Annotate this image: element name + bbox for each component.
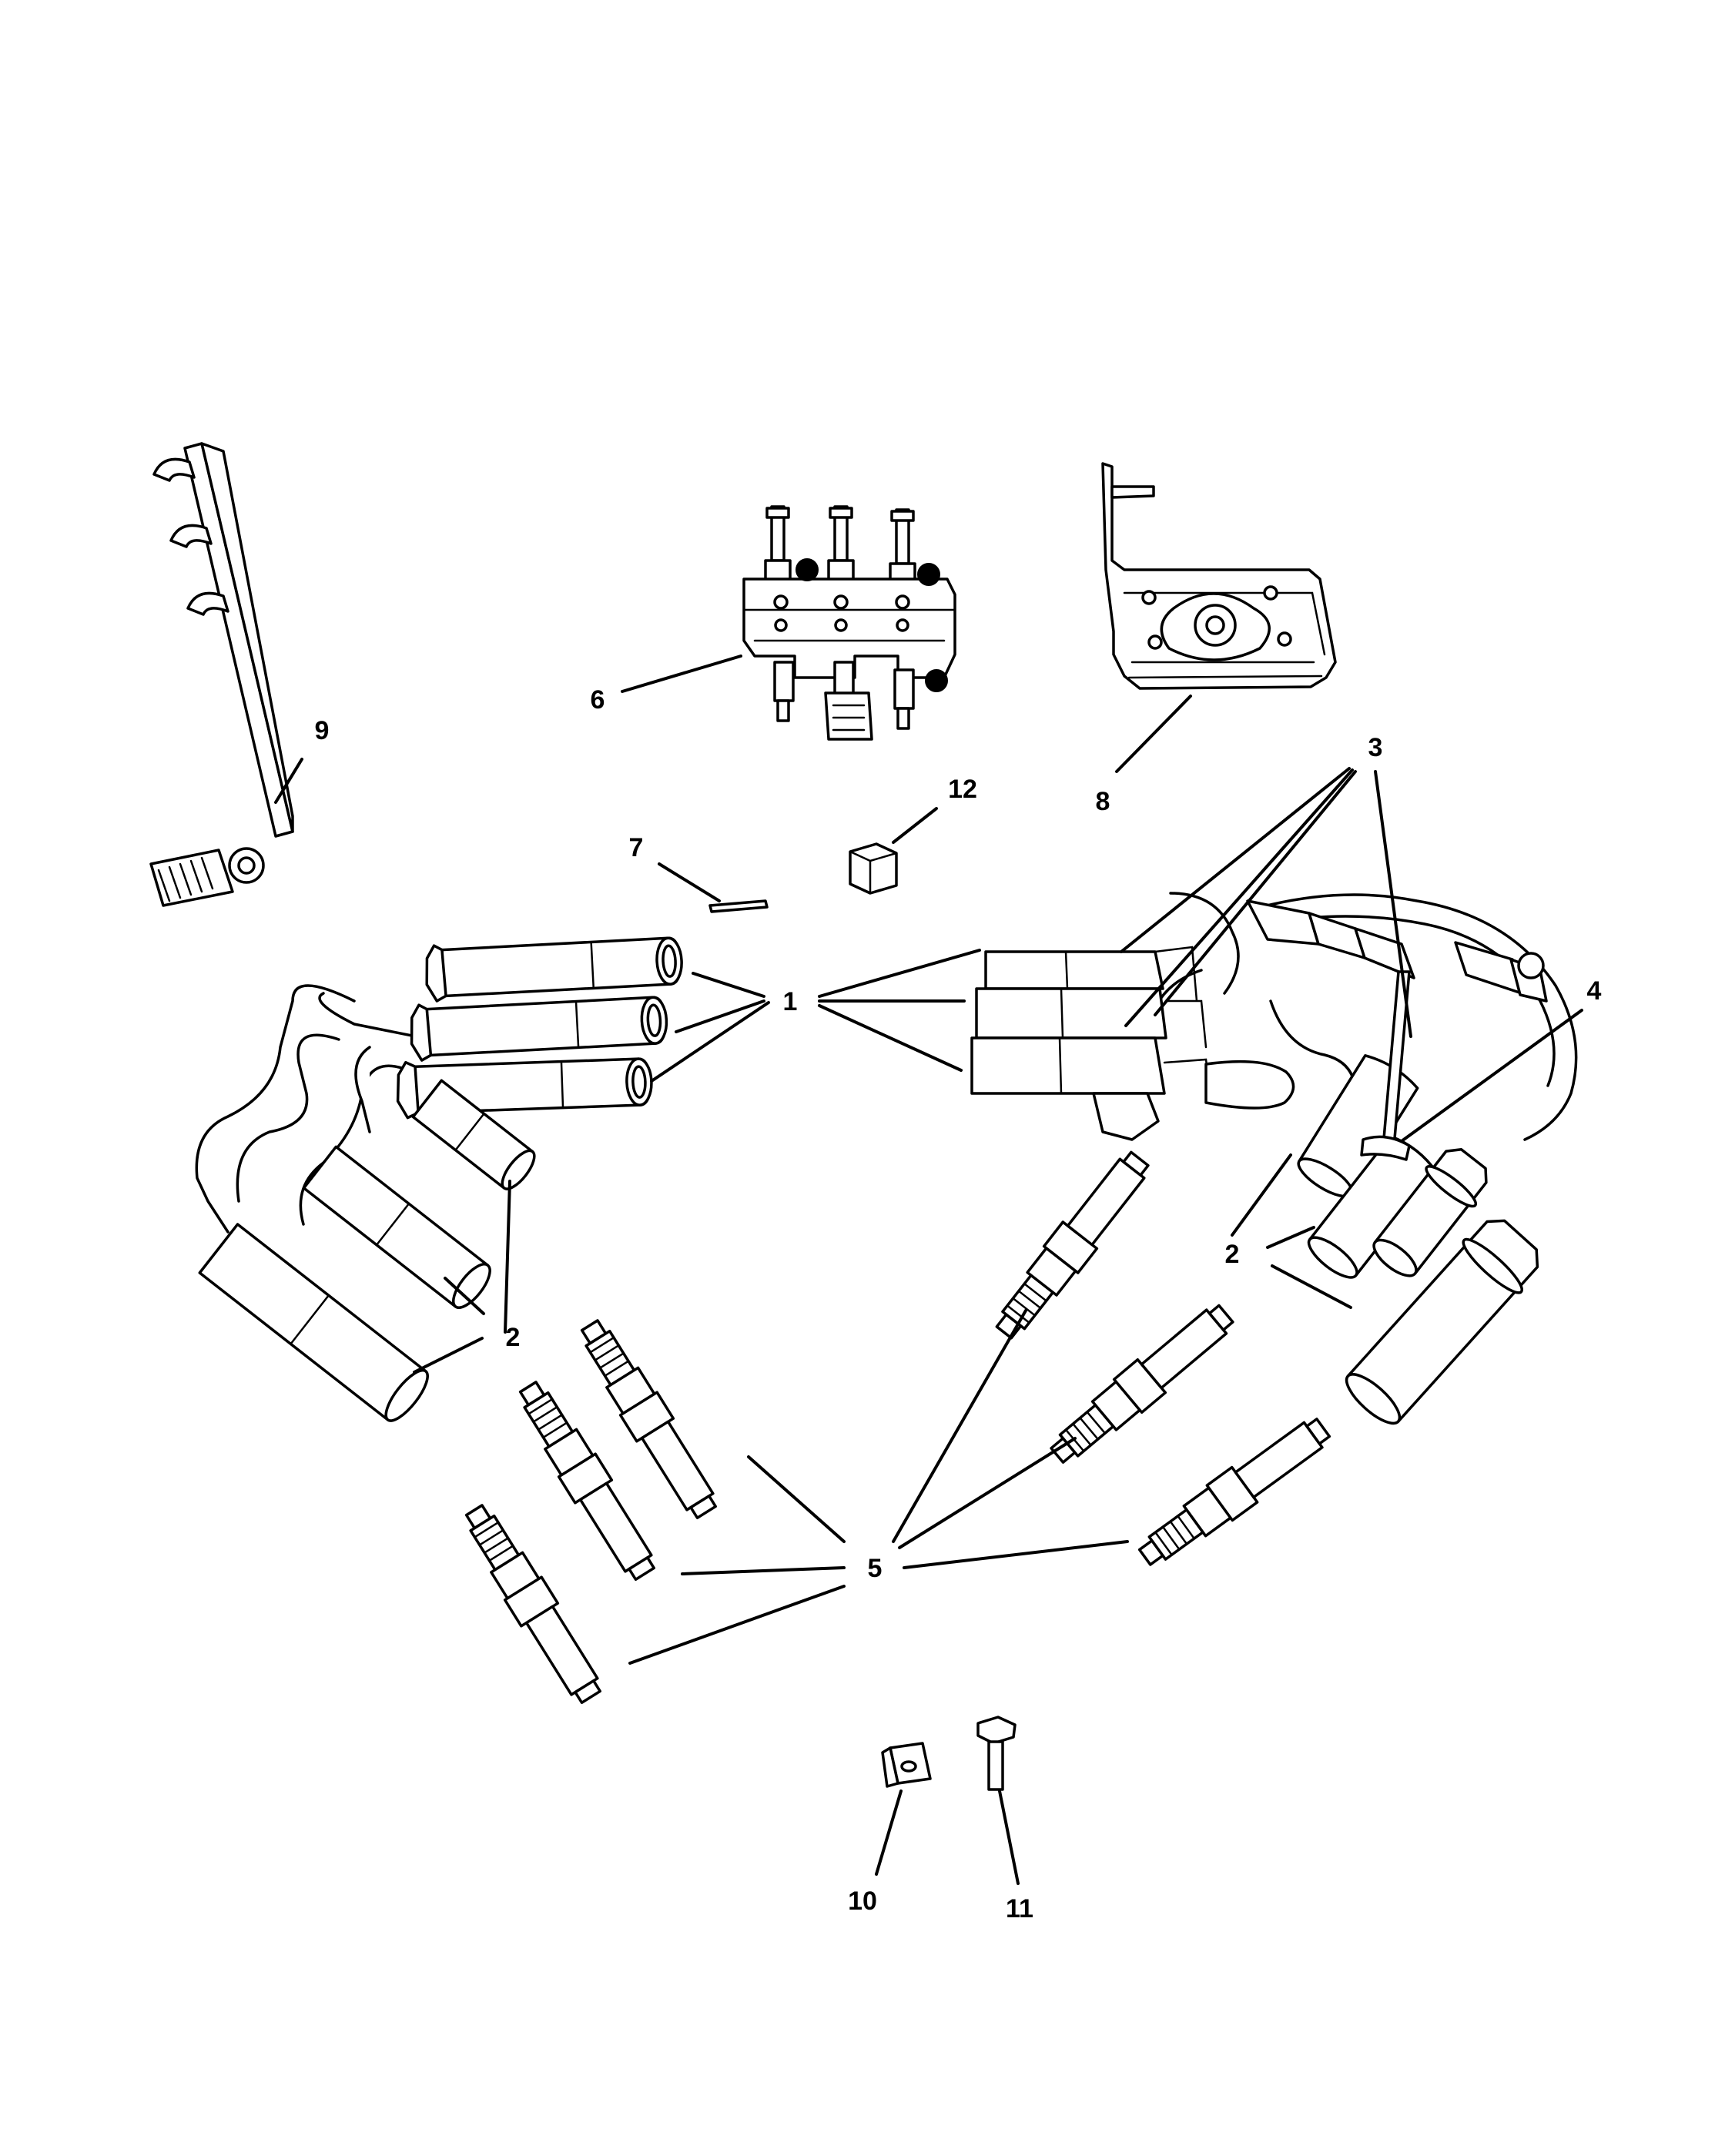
leader-2-left-c [413,1337,484,1374]
leader-11 [998,1789,1020,1885]
callout-2-right: 2 [1225,1240,1240,1269]
coil-tower-top-left [764,505,792,584]
callout-12: 12 [948,775,977,804]
ignition-coil-pack [742,505,956,741]
leader-5c [628,1585,846,1665]
left-wire-looms [195,984,433,1234]
leader-2-right-a [1231,1153,1292,1237]
leader-1d [818,949,981,998]
leader-5b [681,1566,846,1575]
leader-8 [1115,695,1192,773]
leader-3b [1124,768,1354,1027]
callout-8: 8 [1096,787,1110,816]
leader-5d [892,1309,1027,1543]
callout-labels: 1 2 2 3 4 5 6 7 8 9 10 11 12 [315,685,1602,1923]
coil-connector [824,691,873,741]
wire-separator-clip [149,442,294,907]
callout-7: 7 [629,833,644,862]
callout-2-left: 2 [506,1323,521,1352]
leader-5f [903,1540,1129,1569]
plug-boot-small [411,1079,536,1190]
spark-plug-right-1 [995,1150,1150,1340]
clip-nut-10 [881,1742,932,1788]
callout-9: 9 [315,716,330,745]
leader-2-left-a [504,1180,511,1334]
spark-plug-left-3 [464,1504,601,1704]
callout-5: 5 [868,1554,883,1583]
callout-6: 6 [591,685,605,715]
callout-10: 10 [848,1886,877,1916]
coil-mounting-bracket [1101,462,1337,690]
leader-1f [818,1004,963,1072]
boot-cylinder-top [425,936,683,1003]
leader-1c [650,1001,770,1083]
leader-1a [692,972,765,998]
leader-5e [898,1437,1077,1549]
wire-holder-strap [1360,970,1411,1161]
spark-plug-left-1 [580,1319,717,1519]
separator-clip-cluster [1246,899,1548,1003]
right-boot-stack [970,946,1295,1141]
leader-3c [1154,770,1357,1016]
callout-3: 3 [1368,733,1383,762]
leader-6 [621,654,742,693]
coil-tower-top-center [827,505,855,584]
right-plug-boot-4 [1345,1219,1539,1425]
plug-boot-large [198,1223,429,1422]
coil-tower-bottom-right [893,668,915,730]
right-ignition-wire-set [970,892,1578,1425]
leader-2-right-b [1266,1226,1315,1249]
spark-plug-right-3 [1137,1418,1331,1566]
leader-7 [658,862,721,902]
leader-1b [675,999,765,1033]
right-plug-boot-3 [1372,1147,1488,1277]
leader-lines [274,654,1583,1885]
left-ignition-wire-set [195,936,683,1422]
leader-3a [1120,767,1351,953]
boot-cylinder-middle [410,996,668,1062]
leader-2-right-c [1271,1264,1352,1309]
leader-10 [875,1789,903,1876]
coil-tower-top-right [889,508,916,587]
spark-plug-right-2 [1050,1304,1234,1464]
leader-3d [1374,770,1412,1038]
plug-boot-medium [302,1145,491,1309]
hex-nut-12 [849,842,898,895]
callout-1: 1 [783,987,798,1016]
bolt-11 [976,1716,1017,1791]
leader-12 [892,807,938,844]
leader-5a [747,1455,846,1543]
coil-tower-bottom-left [773,661,795,722]
callout-11: 11 [1006,1894,1033,1923]
leader-4 [1400,1009,1583,1143]
leader-9 [274,758,303,804]
spark-plug-left-2 [518,1381,655,1581]
leader-2-left-b [444,1277,485,1315]
retaining-pin [708,899,769,913]
callout-4: 4 [1587,976,1602,1006]
